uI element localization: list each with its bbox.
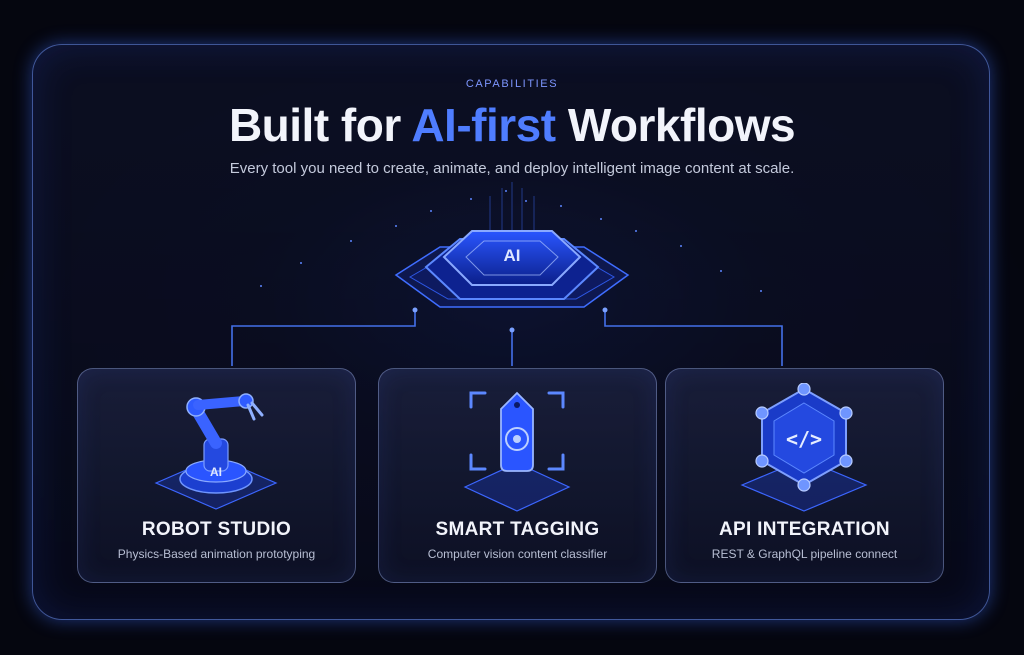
card-description: REST & GraphQL pipeline connect [711, 547, 898, 561]
page-title: Built for AI-first Workflows [0, 98, 1024, 152]
section-eyebrow: CAPABILITIES [465, 78, 559, 90]
title-accent: AI-first [411, 99, 556, 151]
title-prefix: Built for [228, 99, 412, 151]
card-title: ROBOT STUDIO [141, 519, 292, 540]
code-symbol: </> [785, 427, 823, 451]
capability-card-robot-studio[interactable]: AI ROBOT STUDIO Physics-Based animation … [77, 368, 356, 583]
ai-hub: AI [370, 195, 654, 365]
card-description: Physics-Based animation prototyping [117, 547, 316, 561]
ai-hub-label: AI [503, 246, 521, 265]
robot-base-label: AI [210, 465, 222, 479]
title-suffix: Workflows [555, 99, 796, 151]
ai-hub-icon [394, 230, 630, 308]
card-description: Computer vision content classifier [427, 547, 608, 561]
capability-card-smart-tagging[interactable]: SMART TAGGING Computer vision content cl… [378, 368, 657, 583]
page-subtitle: Every tool you need to create, animate, … [229, 160, 795, 177]
tag-scan-icon [437, 383, 597, 513]
card-title: SMART TAGGING [435, 519, 600, 540]
code-network-icon: </> [724, 382, 884, 513]
robot-arm-icon: AI [136, 383, 296, 513]
card-title: API INTEGRATION [719, 519, 890, 540]
capability-card-api-integration[interactable]: </> API INTEGRATION REST & GraphQL pipel… [665, 368, 944, 583]
